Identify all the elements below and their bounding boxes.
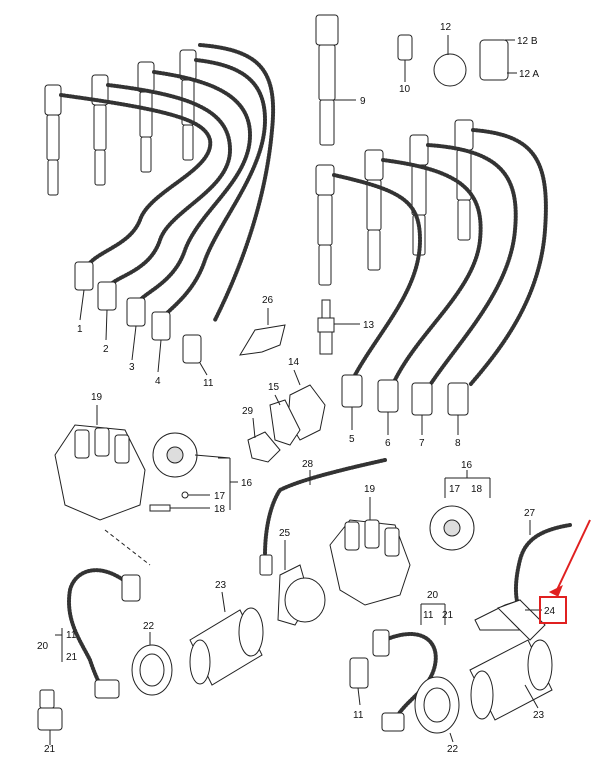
callout-11-right-bottom: 11 — [353, 710, 364, 721]
callout-13: 13 — [363, 320, 375, 331]
callout-labels: 1 2 3 4 11 5 6 7 8 9 10 12 12 B 12 A 13 … — [37, 22, 556, 755]
coil-mount-22-right — [414, 676, 460, 743]
plug-boot-group — [44, 49, 197, 196]
plug-lead-set-left — [44, 43, 275, 376]
callout-7: 7 — [419, 438, 425, 449]
terminal-strips — [247, 369, 326, 463]
callout-12-a: 12 A — [519, 69, 539, 80]
callout-20-left: 20 — [37, 641, 49, 652]
callout-29: 29 — [242, 406, 254, 417]
callout-19-right: 19 — [364, 484, 376, 495]
spark-plug-13 — [317, 299, 360, 355]
callout-26: 26 — [262, 295, 274, 306]
distributor-cap-19-right — [329, 497, 411, 606]
callout-5: 5 — [349, 434, 355, 445]
callout-9: 9 — [360, 96, 366, 107]
coil-lead-left — [37, 568, 141, 745]
callout-18-right: 18 — [471, 484, 483, 495]
ignition-coil-23-right — [469, 639, 553, 721]
highlight-arrow — [555, 519, 591, 593]
earth-strap-27 — [513, 520, 572, 607]
callout-2: 2 — [103, 344, 109, 355]
callout-21-right-group: 21 — [442, 610, 454, 621]
coil-mount-22-left — [131, 632, 173, 696]
callout-11-right-group: 11 — [423, 610, 434, 621]
callout-14: 14 — [288, 357, 300, 368]
callout-18-left: 18 — [214, 504, 226, 515]
callout-23-right: 23 — [533, 710, 545, 721]
callout-11-left-group: 11 — [66, 630, 77, 641]
distributor-cap-19-left — [54, 405, 146, 521]
callout-17-left: 17 — [214, 491, 226, 502]
callout-4: 4 — [155, 376, 161, 387]
callout-21-bottom-left: 21 — [44, 744, 56, 755]
ignition-coil-23-left — [189, 591, 264, 686]
spark-plug-connector-9 — [315, 14, 356, 146]
callout-15: 15 — [268, 382, 280, 393]
callout-1: 1 — [77, 324, 83, 335]
ground-cable-28 — [259, 458, 387, 576]
connector-10 — [397, 34, 413, 82]
callout-24: 24 — [544, 606, 556, 617]
callout-12-b: 12 B — [517, 36, 538, 47]
bracket-24 — [474, 599, 546, 641]
callout-10: 10 — [399, 84, 411, 95]
distributor-16-right — [429, 470, 491, 551]
callout-27: 27 — [524, 508, 536, 519]
callout-16-right: 16 — [461, 460, 473, 471]
callout-28: 28 — [302, 459, 314, 470]
callout-3: 3 — [129, 362, 135, 373]
callout-23-left: 23 — [215, 580, 227, 591]
callout-22-left: 22 — [143, 621, 155, 632]
coil-lead-right — [349, 603, 446, 732]
highlight-annotation — [539, 519, 591, 624]
callout-19-left: 19 — [91, 392, 103, 403]
bracket-26 — [239, 308, 286, 356]
callout-17-right: 17 — [449, 484, 461, 495]
callout-6: 6 — [385, 438, 391, 449]
clamp-25 — [277, 540, 326, 626]
callout-20-right: 20 — [427, 590, 439, 601]
callout-21-left-group: 21 — [66, 652, 78, 663]
callout-11-a: 11 — [203, 378, 214, 389]
plug-lead-set-right — [315, 119, 548, 435]
callout-25: 25 — [279, 528, 291, 539]
callout-12: 12 — [440, 22, 452, 33]
distributor-16-left — [149, 432, 238, 512]
distributor-rotor-12 — [433, 35, 517, 87]
callout-8: 8 — [455, 438, 461, 449]
callout-16-left: 16 — [241, 478, 253, 489]
callout-22-right: 22 — [447, 744, 459, 755]
highlight-box — [539, 596, 567, 624]
